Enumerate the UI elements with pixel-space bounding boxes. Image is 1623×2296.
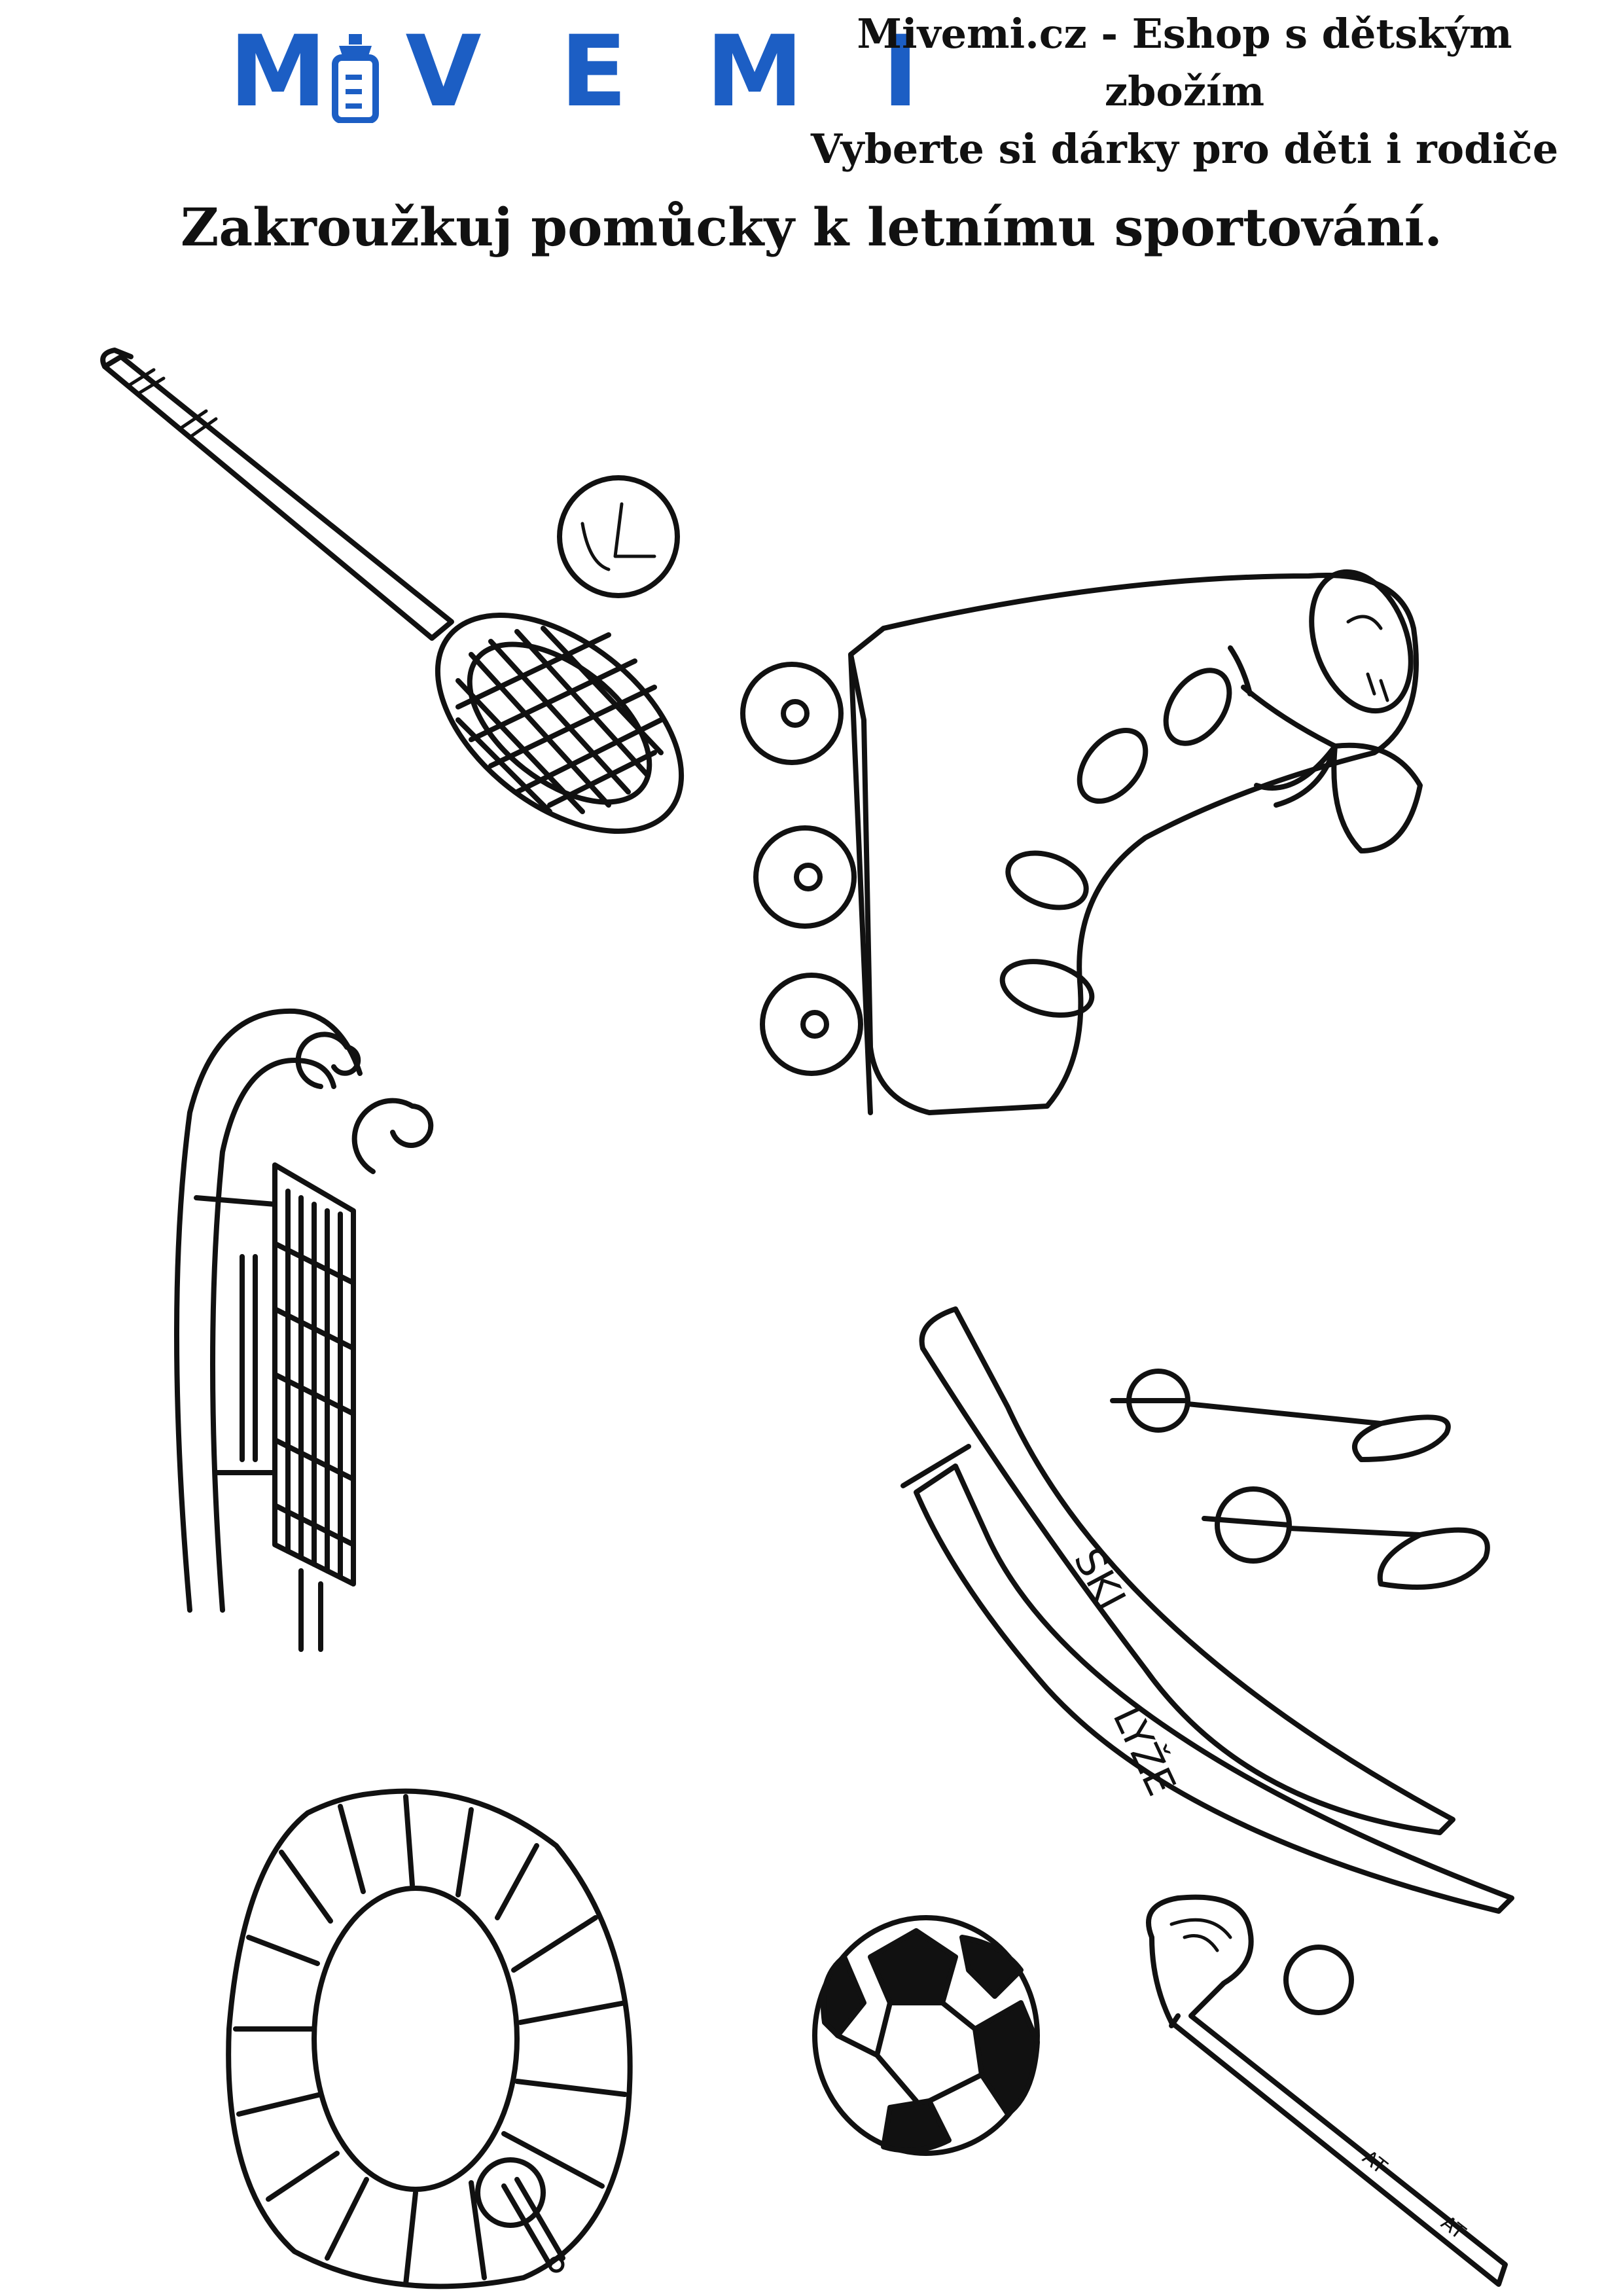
skis-illustration: SKI LYŽE bbox=[901, 1306, 1514, 1914]
header-line-shop: Mivemi.cz - Eshop s dětským zbožím bbox=[857, 10, 1512, 115]
logo-text: M V E M I bbox=[229, 15, 941, 129]
worksheet-instruction: Zakroužkuj pomůcky k letnímu sportování. bbox=[180, 196, 1442, 258]
football-illustration bbox=[812, 1915, 1040, 2156]
sledge-illustration bbox=[174, 1008, 434, 1652]
tennis-racket-illustration bbox=[100, 348, 685, 834]
brand-logo: M V E M I bbox=[229, 20, 919, 124]
swim-ring-illustration bbox=[226, 1788, 633, 2289]
hockey-stick-illustration: AT AT bbox=[1146, 1894, 1508, 2287]
header-line-gifts: Vyberte si dárky pro děti i rodiče bbox=[810, 125, 1559, 173]
shop-header: Mivemi.cz - Eshop s dětským zbožím Vyber… bbox=[772, 5, 1597, 178]
baby-bottle-icon bbox=[332, 34, 379, 123]
roller-skate-illustration bbox=[740, 569, 1423, 1115]
svg-text:SKI: SKI bbox=[1065, 1541, 1134, 1617]
